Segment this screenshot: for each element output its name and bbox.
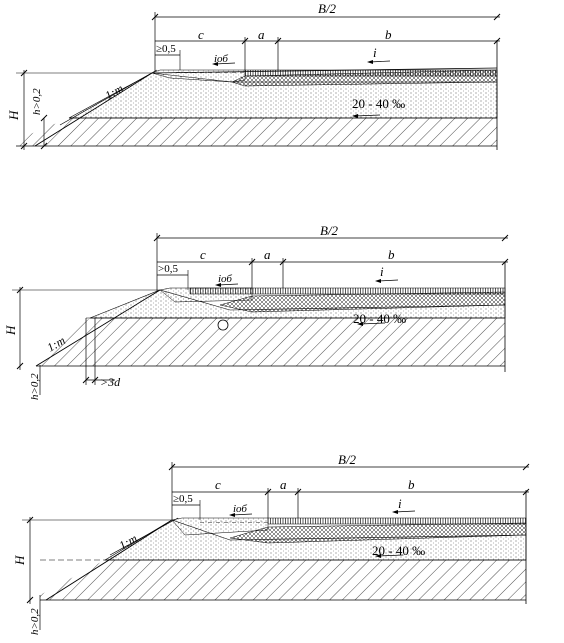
subgrade-hatch: [16, 118, 497, 146]
label-half-width: B/2: [338, 452, 357, 467]
label-h-min: h>0,2: [31, 88, 43, 115]
label-shoulder-slope: iоб: [233, 503, 247, 515]
label-b: b: [385, 27, 392, 42]
label-gradient: 20 - 40 ‰: [352, 96, 405, 111]
label-shoulder-slope: iоб: [214, 53, 228, 65]
label-height: H: [3, 325, 18, 336]
label-drain-offset: >3d: [100, 375, 121, 389]
label-half-width: B/2: [320, 223, 339, 238]
label-gradient: 20 - 40 ‰: [372, 543, 425, 558]
label-height: H: [6, 110, 21, 121]
label-c: c: [215, 477, 221, 492]
shoulder-strip: [175, 70, 245, 76]
drain-pipe: [217, 319, 229, 331]
label-gradient: 20 - 40 ‰: [353, 311, 406, 326]
label-b: b: [388, 247, 395, 262]
label-b: b: [408, 477, 415, 492]
section-3: B/2 c a b ≥0,5 iоб i 20 - 40 ‰ 1:m H h>0…: [12, 452, 530, 635]
subgrade-hatch: [36, 318, 505, 366]
label-shoulder-min: >0,5: [158, 263, 178, 275]
label-slope-i: i: [380, 264, 384, 279]
pavement-layer: [189, 287, 506, 295]
label-shoulder-slope: iоб: [218, 273, 232, 285]
label-h-min: h>0,2: [29, 608, 41, 635]
pavement-layer: [267, 517, 527, 525]
label-a: a: [264, 247, 271, 262]
label-height: H: [12, 555, 27, 566]
label-slope-i: i: [373, 45, 377, 60]
label-half-width: B/2: [318, 1, 337, 16]
label-shoulder-min: ≥0,5: [156, 43, 176, 55]
label-c: c: [200, 247, 206, 262]
label-slope-i: i: [398, 496, 402, 511]
label-shoulder-min: ≥0,5: [173, 493, 193, 505]
label-c: c: [198, 27, 204, 42]
subgrade-hatch: [40, 560, 526, 600]
section-1: B/2 c a b ≥0,5 iоб i 20 - 40 ‰ 1:m H h>0…: [6, 1, 501, 150]
label-a: a: [280, 477, 287, 492]
section-2: B/2 c a b >0,5 iоб i 20 - 40 ‰ 1:m H h>0…: [3, 223, 509, 400]
shoulder-strip: [200, 518, 268, 524]
label-h-min: h>0,2: [29, 373, 41, 400]
label-a: a: [258, 27, 265, 42]
